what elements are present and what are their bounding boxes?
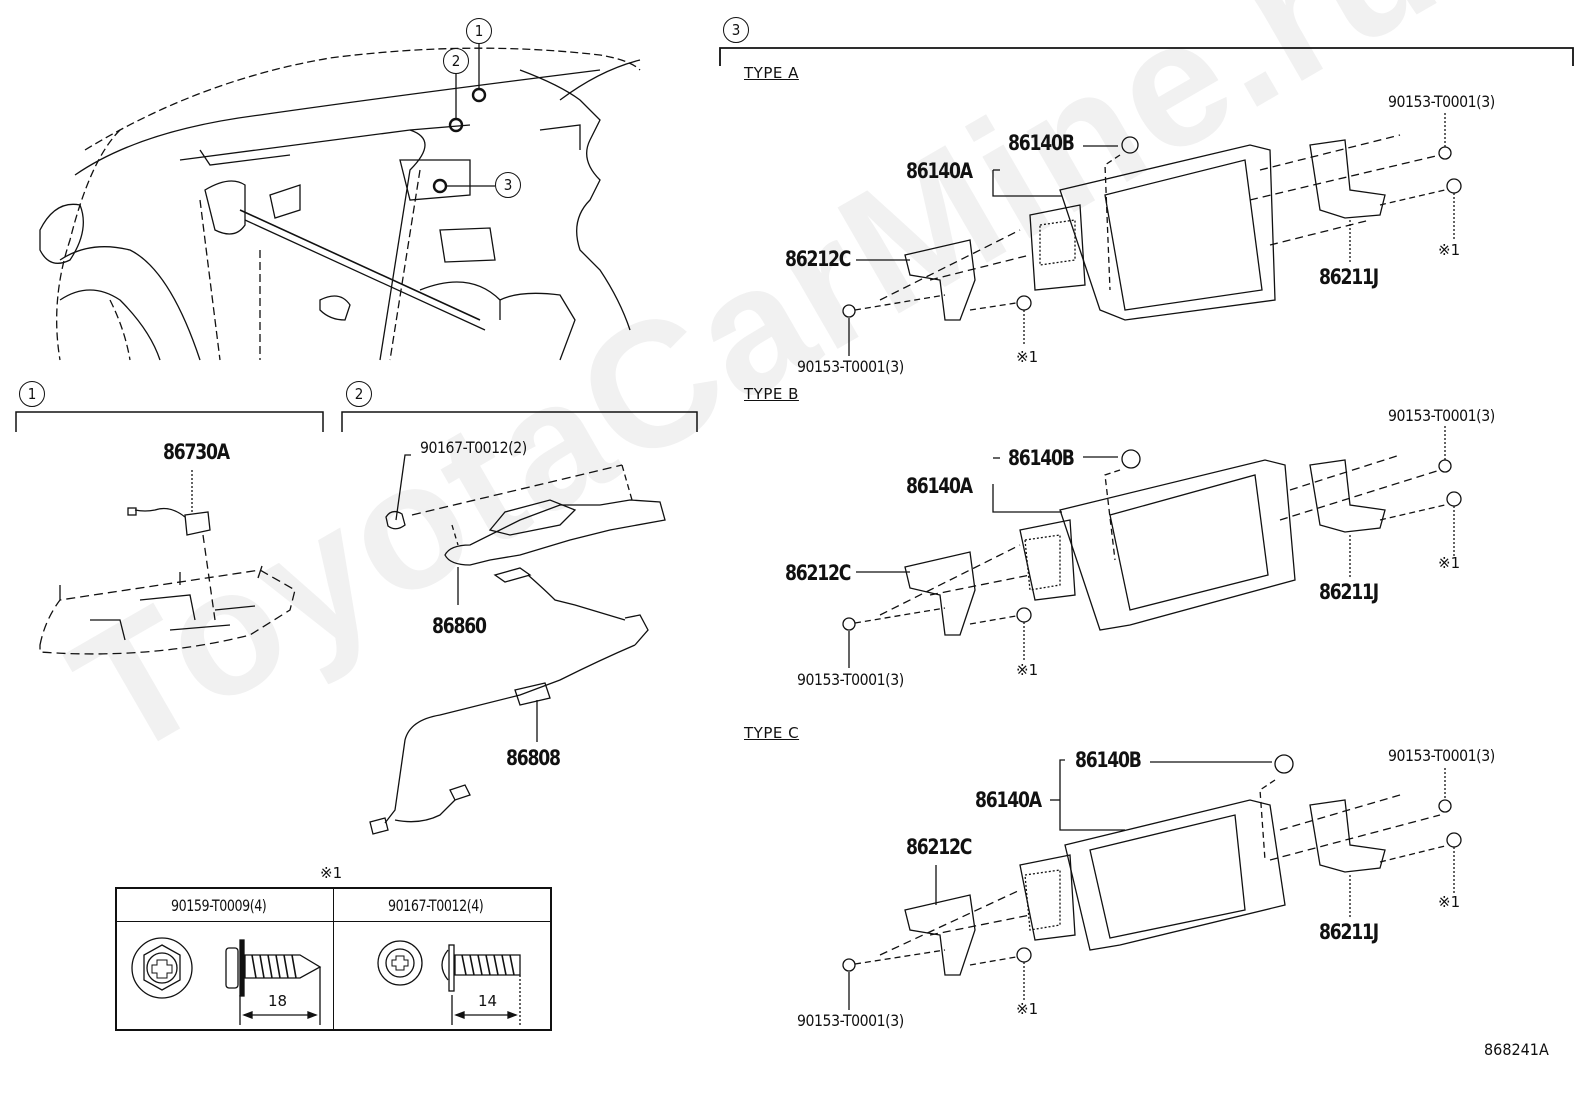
part-label-86808[interactable]: 86808 — [506, 746, 561, 770]
fastener-table: 90159-T0009(4) 90167-T0012(4) — [115, 887, 552, 1031]
fastener-cell-1 — [115, 921, 334, 1031]
type-a-bolt-left[interactable]: 90153-T0001(3) — [797, 357, 904, 376]
fastener-header-1[interactable]: 90159-T0009(4) — [115, 887, 334, 922]
type-c-bolt-right[interactable]: 90153-T0001(3) — [1388, 746, 1495, 765]
overview-callout-3[interactable]: 3 — [495, 172, 521, 198]
type-a-heading: TYPE A — [744, 64, 799, 82]
section1-bracket — [15, 411, 324, 432]
type-b-note-left[interactable]: ※1 — [1016, 661, 1039, 679]
fastener-length-1: 18 — [268, 992, 288, 1010]
type-c-86140A[interactable]: 86140A — [975, 788, 1042, 812]
type-b-86211J[interactable]: 86211J — [1319, 580, 1379, 604]
part-label-90167-T0012[interactable]: 90167-T0012(2) — [420, 438, 527, 457]
type-a-illustration — [842, 113, 1462, 356]
type-a-86212C[interactable]: 86212C — [785, 247, 851, 271]
section2-illustration — [369, 454, 666, 835]
type-c-heading: TYPE C — [744, 724, 800, 742]
type-b-86140B[interactable]: 86140B — [1008, 446, 1075, 470]
fastener-cell-2 — [333, 921, 552, 1031]
type-b-bolt-left[interactable]: 90153-T0001(3) — [797, 670, 904, 689]
fastener-note-marker: ※1 — [320, 864, 343, 882]
type-a-note-right[interactable]: ※1 — [1438, 241, 1461, 259]
type-c-86212C[interactable]: 86212C — [906, 835, 972, 859]
overview-callout-1[interactable]: 1 — [466, 18, 492, 44]
type-a-bolt-right[interactable]: 90153-T0001(3) — [1388, 92, 1495, 111]
fastener-header-2[interactable]: 90167-T0012(4) — [333, 887, 552, 922]
type-c-bolt-left[interactable]: 90153-T0001(3) — [797, 1011, 904, 1030]
type-a-86211J[interactable]: 86211J — [1319, 265, 1379, 289]
type-a-86140A[interactable]: 86140A — [906, 159, 973, 183]
section1-illustration — [39, 470, 296, 655]
type-a-86140B[interactable]: 86140B — [1008, 131, 1075, 155]
overview-callout-markers — [432, 42, 495, 194]
type-c-illustration — [842, 754, 1462, 1010]
fastener-length-2: 14 — [478, 992, 498, 1010]
overview-car-illustration — [39, 47, 641, 361]
type-b-86140A[interactable]: 86140A — [906, 474, 973, 498]
figure-id: 868241A — [1484, 1040, 1549, 1059]
type-b-heading: TYPE B — [744, 385, 799, 403]
part-label-86730A[interactable]: 86730A — [163, 440, 230, 464]
type-a-note-left[interactable]: ※1 — [1016, 348, 1039, 366]
section1-marker: 1 — [19, 381, 45, 407]
section3-bracket — [719, 47, 1574, 66]
type-b-86212C[interactable]: 86212C — [785, 561, 851, 585]
type-b-bolt-right[interactable]: 90153-T0001(3) — [1388, 406, 1495, 425]
section3-marker: 3 — [723, 17, 749, 43]
part-label-86860[interactable]: 86860 — [432, 614, 487, 638]
type-c-note-left[interactable]: ※1 — [1016, 1000, 1039, 1018]
type-c-86211J[interactable]: 86211J — [1319, 920, 1379, 944]
section2-marker: 2 — [346, 381, 372, 407]
type-c-86140B[interactable]: 86140B — [1075, 748, 1142, 772]
section2-bracket — [341, 411, 698, 432]
type-b-note-right[interactable]: ※1 — [1438, 554, 1461, 572]
type-c-note-right[interactable]: ※1 — [1438, 893, 1461, 911]
overview-callout-2[interactable]: 2 — [443, 48, 469, 74]
type-b-illustration — [842, 426, 1462, 668]
